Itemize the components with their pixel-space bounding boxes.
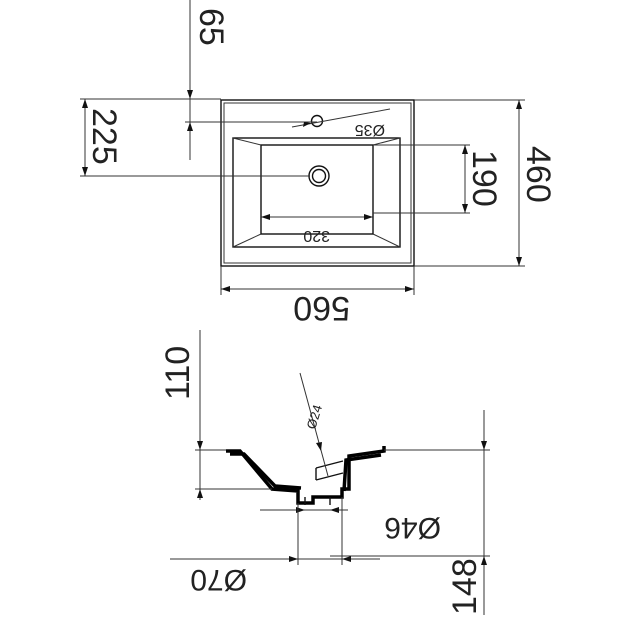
- dim-overflow: Ø24: [304, 403, 326, 431]
- section-view: 110 Ø24 148 Ø46 Ø70: [159, 330, 490, 615]
- basin-section-profile: [226, 446, 386, 505]
- dim-waste: Ø70: [190, 563, 247, 596]
- basin-rim-inner: [223, 102, 412, 264]
- dim-tap-offset: 65: [192, 8, 230, 46]
- dim-tap-hole: Ø35: [355, 121, 385, 138]
- bowl-floor: [260, 144, 374, 235]
- drain-inner: [311, 168, 327, 184]
- dim-bowl-depth: 190: [465, 150, 503, 207]
- tap-hole: [310, 114, 324, 128]
- dim-drain-outer: Ø46: [384, 511, 441, 544]
- dim-bowl-width: 320: [303, 227, 330, 244]
- dim-drain-offset: 225: [85, 108, 123, 165]
- dim-drop: 148: [446, 558, 484, 615]
- dim-width: 560: [293, 289, 350, 327]
- dim-height: 110: [159, 346, 197, 400]
- bowl-outer-edge: [232, 137, 401, 248]
- basin-outline: [220, 99, 415, 267]
- top-view: 65 225 460 190 320 Ø35: [80, 0, 557, 327]
- dim-depth: 460: [519, 146, 557, 203]
